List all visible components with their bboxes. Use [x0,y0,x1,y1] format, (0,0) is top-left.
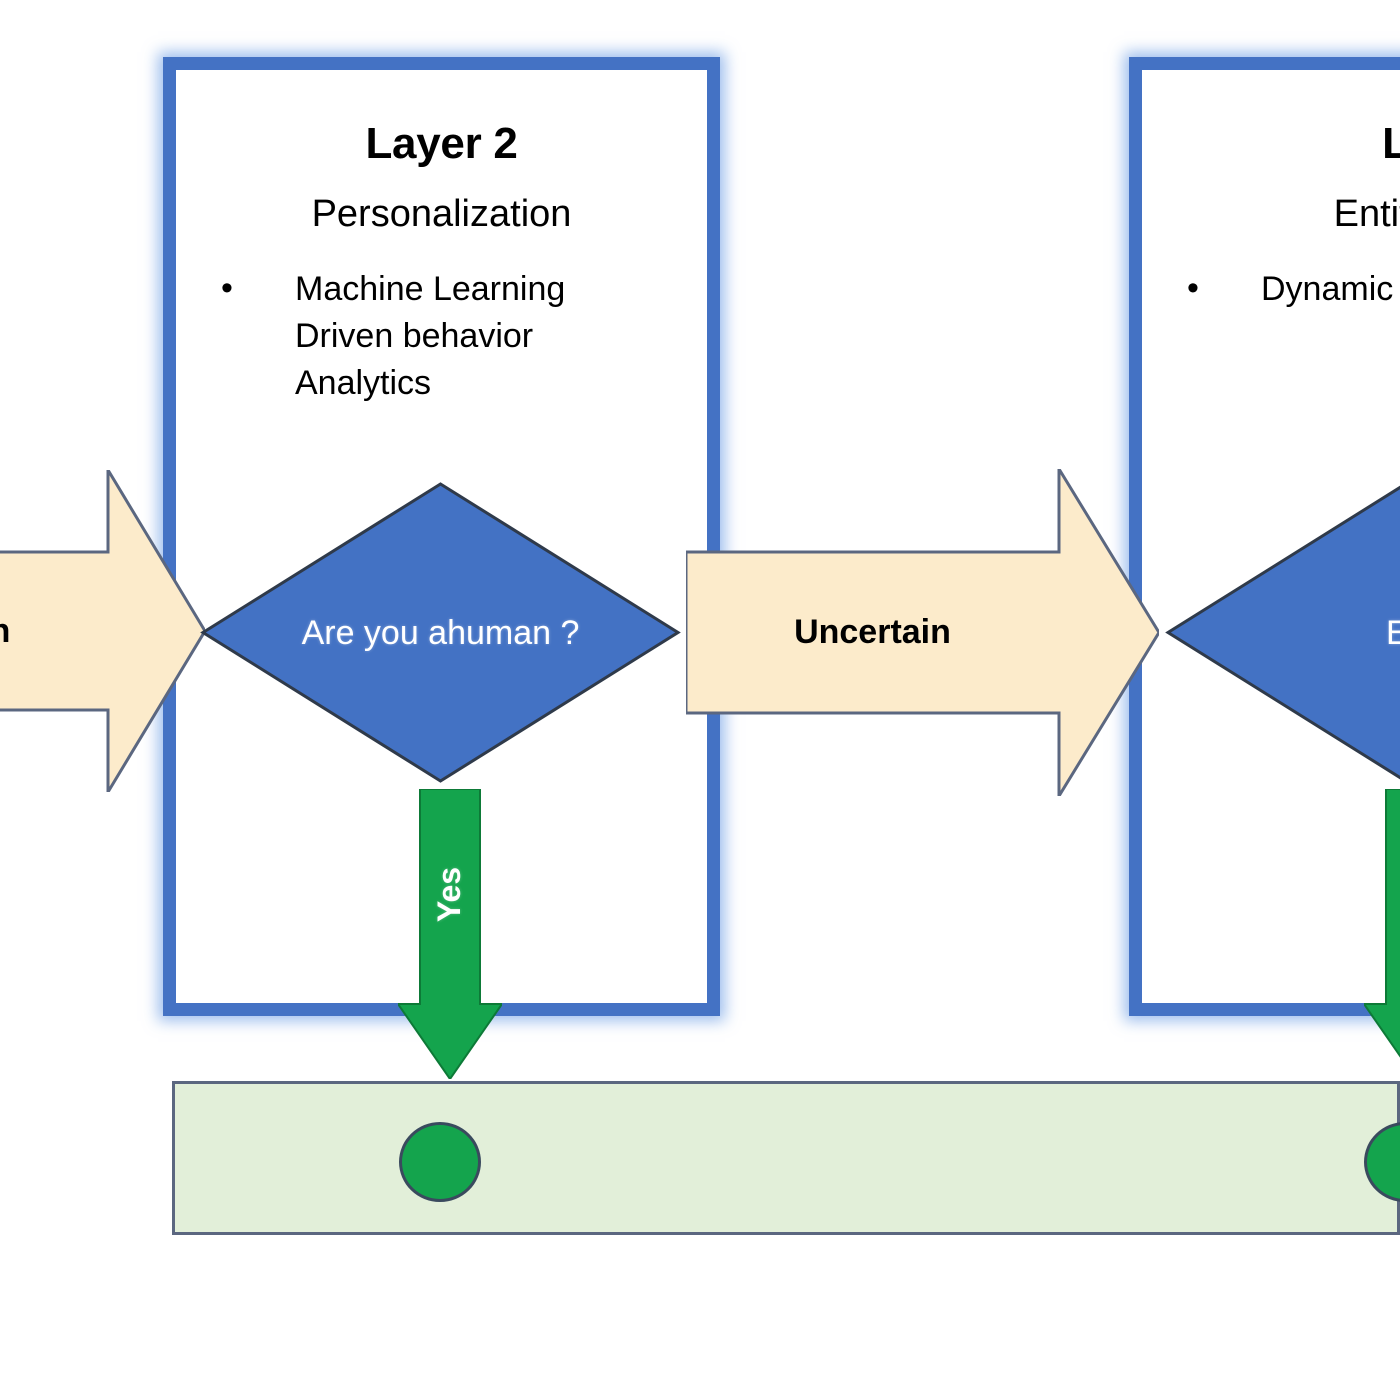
layer-panel-title: La [1382,119,1400,168]
down-arrow-shape [1364,789,1400,1058]
block-arrow-shape [686,469,1159,796]
layer-panel-bullet-text: Machine Learning Driven behavior Analyti… [295,270,566,402]
result-marker-dot[interactable] [399,1122,481,1202]
outcome-result-bar [172,1081,1400,1235]
branch-arrow-yes-right[interactable]: Yes [1364,789,1400,1079]
flow-arrow-detection[interactable]: etection [0,470,205,792]
diamond-shape [200,482,681,783]
layer-panel-bullet-text: Dynamic e determina [1261,270,1400,308]
layer-panel-subtitle: Entity Im [1333,193,1400,235]
layer-panel-subtitle: Personalization [311,193,572,235]
layer-panel-bullet-item: • Machine Learning Driven behavior Analy… [185,266,698,407]
layer-panel-title: Layer 2 [365,119,518,168]
layer-panel-bullet-item: • Dynamic e determina [1151,266,1400,313]
flow-arrow-uncertain[interactable]: Uncertain [686,469,1159,796]
decision-diamond-entity-importance-check[interactable]: Entimpor [1165,484,1400,781]
block-arrow-shape [0,470,205,792]
layer-panel-body: La Entity Im • Dynamic e determina [1142,70,1400,1003]
bullet-marker-icon: • [221,269,233,307]
diamond-shape [1165,485,1400,780]
bullet-marker-icon: • [1187,269,1199,307]
layer-panel-body: Layer 2 Personalization • Machine Learni… [176,70,707,1003]
down-arrow-shape [398,789,502,1079]
branch-arrow-yes-left[interactable]: Yes [398,789,502,1079]
